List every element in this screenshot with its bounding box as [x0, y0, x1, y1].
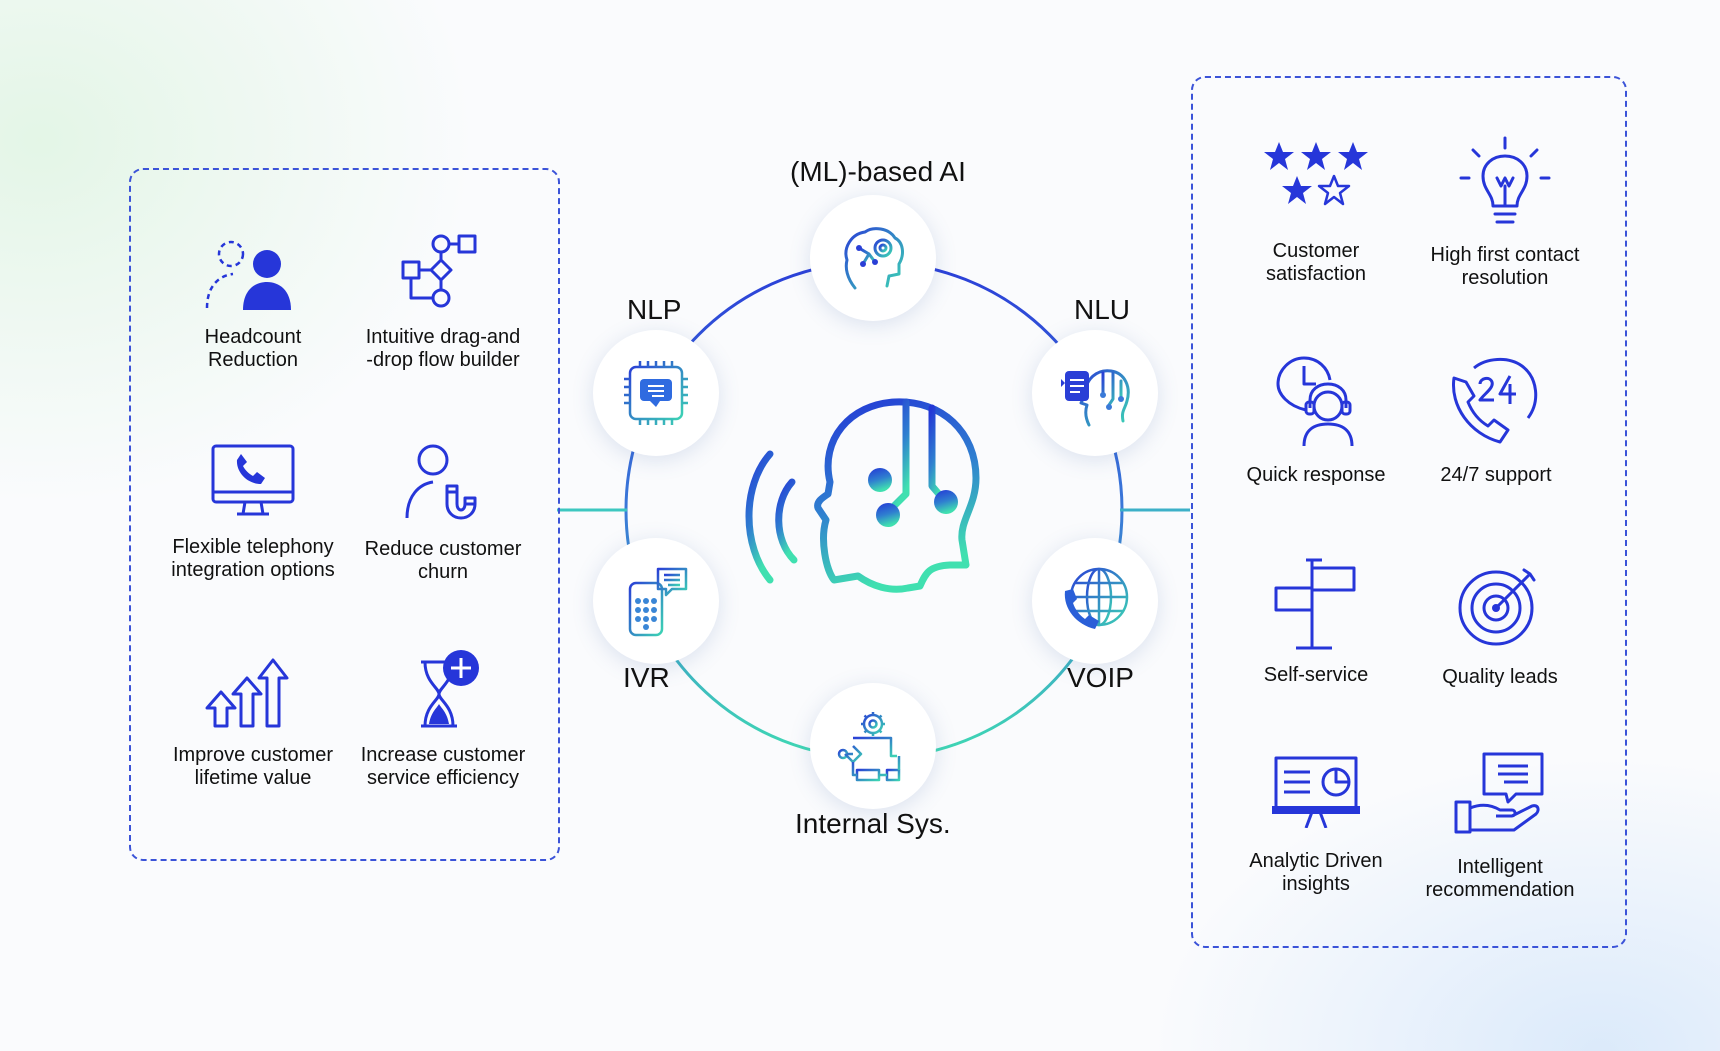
phone-keypad-icon — [628, 567, 688, 637]
tile-label: Flexible telephony integration options — [171, 536, 335, 581]
tile-quality-leads: Quality leads — [1410, 566, 1590, 696]
tile-label: Improve customer lifetime value — [172, 744, 334, 789]
node-label-nlp: NLP — [627, 294, 682, 325]
head-circuit-icon — [1061, 369, 1130, 427]
tile-label: Analytic Driven insights — [1249, 850, 1383, 895]
tile-label: Customer satisfaction — [1265, 240, 1367, 285]
tile-reduce-churn: Reduce customer churn — [353, 442, 533, 592]
growth-arrows-icon — [205, 658, 289, 728]
hand-message-icon — [1454, 752, 1544, 834]
presentation-chart-icon — [1272, 756, 1360, 828]
magnet-user-icon — [405, 444, 477, 520]
tile-telephony: Flexible telephony integration options — [163, 442, 343, 592]
node-label-ml: (ML)-based AI — [790, 156, 966, 187]
stars-icon — [1264, 142, 1368, 206]
clock-agent-icon — [1276, 356, 1354, 447]
target-icon — [1458, 568, 1536, 646]
tile-label: 24/7 support — [1440, 464, 1552, 486]
tile-label: Intelligent recommendation — [1425, 856, 1575, 901]
globe-phone-icon — [1064, 567, 1129, 629]
tile-flow-builder: Intuitive drag-and -drop flow builder — [353, 232, 533, 382]
node-voip — [1032, 538, 1158, 664]
node-nlu — [1032, 330, 1158, 456]
chip-chat-icon — [624, 361, 688, 425]
node-label-nlu: NLU — [1074, 294, 1131, 325]
node-ivr — [593, 538, 719, 664]
workflow-gear-icon — [837, 712, 901, 782]
node-internal-sys — [810, 683, 936, 809]
tile-24-7-support: 24/7 support — [1406, 354, 1586, 494]
node-label-ivr: IVR — [623, 662, 670, 693]
users-icon — [205, 240, 291, 310]
tile-label: Quality leads — [1442, 666, 1558, 688]
tile-intelligent-recommendation: Intelligent recommendation — [1410, 752, 1590, 902]
tile-analytic-insights: Analytic Driven insights — [1226, 756, 1406, 906]
benefits-panel-left — [129, 168, 560, 861]
tile-lifetime-value: Improve customer lifetime value — [163, 656, 343, 806]
tile-label: Intuitive drag-and -drop flow builder — [365, 326, 521, 371]
tile-self-service: Self-service — [1226, 556, 1406, 696]
tile-label: Headcount Reduction — [204, 326, 302, 371]
node-nlp — [593, 330, 719, 456]
ai-head-voice-icon — [745, 398, 980, 593]
tile-label: Self-service — [1263, 664, 1369, 686]
signpost-icon — [1274, 558, 1356, 650]
phone-24-icon — [1452, 358, 1538, 444]
tile-headcount-reduction: Headcount Reduction — [163, 232, 343, 382]
tile-label: Increase customer service efficiency — [360, 744, 526, 789]
benefits-panel-right — [1191, 76, 1627, 948]
tile-label: Reduce customer churn — [364, 538, 522, 583]
node-ml-ai — [810, 195, 936, 321]
flowchart-icon — [401, 234, 477, 308]
hourglass-plus-icon — [421, 650, 479, 728]
tile-first-contact-resolution: High first contact resolution — [1410, 134, 1600, 294]
tile-customer-satisfaction: Customer satisfaction — [1226, 140, 1406, 290]
node-label-voip: VOIP — [1067, 662, 1134, 693]
tile-service-efficiency: Increase customer service efficiency — [353, 648, 533, 798]
tile-quick-response: Quick response — [1226, 354, 1406, 494]
monitor-phone-icon — [211, 444, 295, 516]
tile-label: High first contact resolution — [1430, 244, 1580, 289]
node-label-internal: Internal Sys. — [795, 808, 951, 839]
lightbulb-icon — [1459, 136, 1551, 224]
tile-label: Quick response — [1246, 464, 1386, 486]
brain-gear-icon — [844, 227, 904, 290]
